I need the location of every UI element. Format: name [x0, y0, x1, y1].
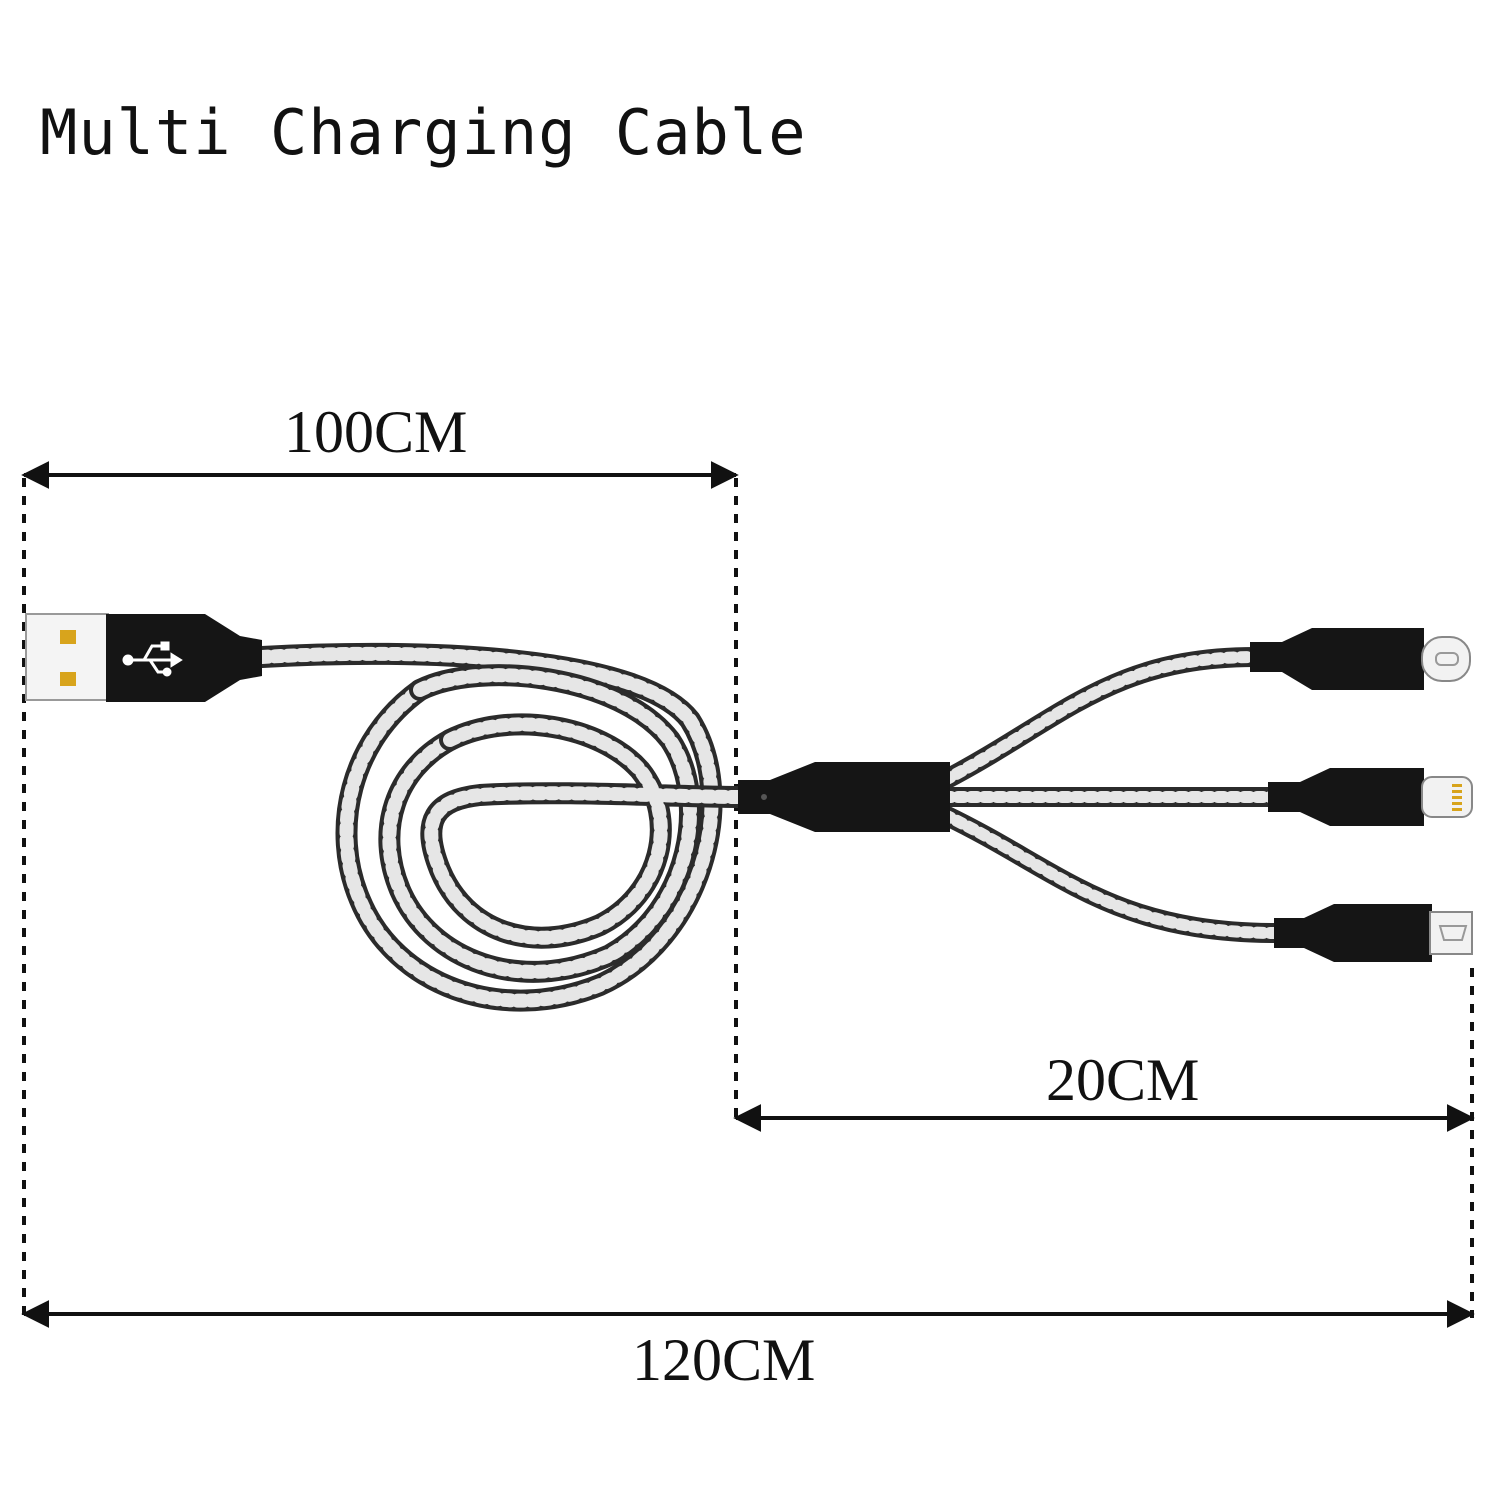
cable-branches	[935, 647, 1288, 943]
micro-usb-plug	[1274, 904, 1473, 962]
lightning-contacts	[1452, 784, 1462, 811]
cable-coil	[251, 642, 753, 1012]
usb-c-tip	[1421, 636, 1471, 682]
usb-a-plug	[25, 613, 262, 702]
splitter-housing	[738, 762, 950, 832]
lightning-tip	[1421, 776, 1473, 818]
usb-contact-bottom	[60, 672, 76, 686]
page-title: Multi Charging Cable	[40, 96, 807, 169]
dimension-label-cable-main: 100CM	[284, 399, 468, 465]
usb-a-metal-shell	[25, 613, 109, 701]
lightning-plug	[1268, 768, 1473, 826]
usb-c-plug	[1250, 628, 1471, 690]
dimension-label-total-length: 120CM	[632, 1327, 816, 1393]
usb-contact-top	[60, 630, 76, 644]
micro-usb-tip	[1429, 911, 1473, 955]
dimension-label-split-length: 20CM	[1046, 1047, 1200, 1113]
usb-icon	[122, 641, 183, 677]
dimension-lines	[21, 461, 1475, 1328]
braided-cable	[251, 642, 1288, 1012]
usb-a-housing	[106, 614, 262, 702]
